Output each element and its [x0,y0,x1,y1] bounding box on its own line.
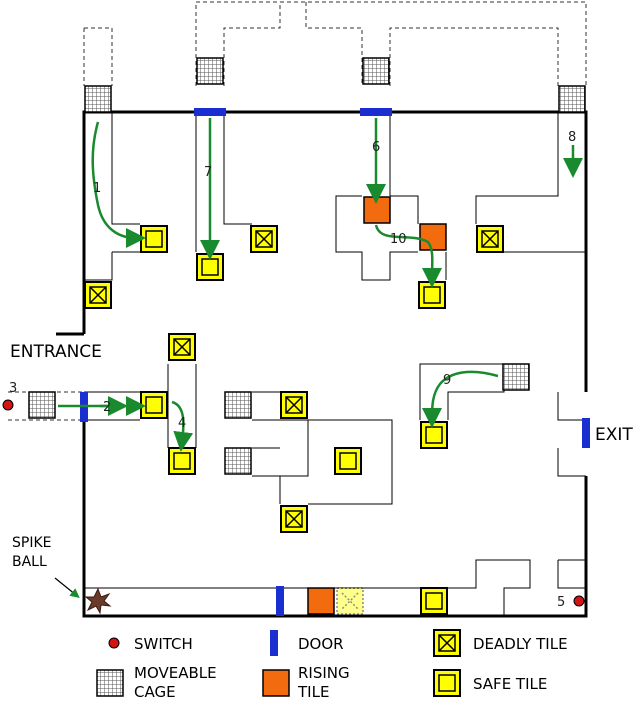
legend-safe-tile: SAFE TILE [473,675,547,693]
moveable-cage [558,85,586,113]
arrow-9 [422,370,499,428]
path-number: 10 [390,232,407,247]
door-icon [270,630,278,656]
legend-moveable-cage: CAGE [134,683,176,701]
legend-moveable-cage: MOVEABLE [134,664,217,682]
moveable-cage [502,363,530,391]
deadly-tile-icon [433,629,461,657]
rising-tile [363,196,391,224]
deadly-tiles [84,225,504,615]
moveable-cage [84,85,112,113]
legend-switch: SWITCH [134,635,193,653]
path-number: 3 [9,381,17,396]
switches [2,399,585,607]
switch-icon [108,637,120,649]
legend-deadly-tile: DEADLY TILE [473,635,568,653]
moveable-cage [196,57,224,85]
path-number: 2 [103,400,111,415]
moveable-cage-icon [96,669,124,697]
spike-ball-label: SPIKE [12,535,51,551]
spike-ball-label: BALL [12,554,47,570]
path-number: 7 [204,165,212,180]
door [194,108,226,116]
path-number: 4 [178,416,186,431]
cage-tracks [8,1,587,421]
moveable-cages [28,57,586,475]
arrow-1 [91,121,146,248]
path-number: 5 [557,595,565,610]
doors [80,108,590,616]
spike-ball-pointer [54,577,80,599]
moveable-cage [362,57,390,85]
path-number: 8 [568,130,576,145]
switch-icon [573,595,585,607]
legend-rising-tile: TILE [297,683,329,701]
legend-rising-tile: RISING [298,664,350,682]
safe-tile-icon [433,669,461,697]
switch-icon [2,399,14,411]
rising-tile-icon [262,669,290,697]
moveable-cage [28,391,56,419]
door [276,586,284,616]
path-number: 9 [443,373,451,388]
path-numbers: 1 2 3 4 5 6 7 8 9 10 [9,130,576,610]
exit-label: EXIT [595,425,633,445]
door [582,418,590,448]
arrow-4 [171,400,194,452]
spike-ball-icon [84,587,112,615]
path-number: 6 [372,140,380,155]
legend: SWITCH DOOR DEADLY TILE MOVEABLE CAGE RI… [96,629,568,701]
moveable-cage [224,447,252,475]
rising-tiles [307,196,447,615]
door [360,108,392,116]
movement-arrows [58,118,583,452]
moveable-cage [224,391,252,419]
path-number: 1 [93,181,101,196]
rising-tile [419,223,447,251]
arrow-10 [374,224,443,288]
legend-door: DOOR [298,635,344,653]
entrance-label: ENTRANCE [10,342,102,362]
rising-tile [307,587,335,615]
